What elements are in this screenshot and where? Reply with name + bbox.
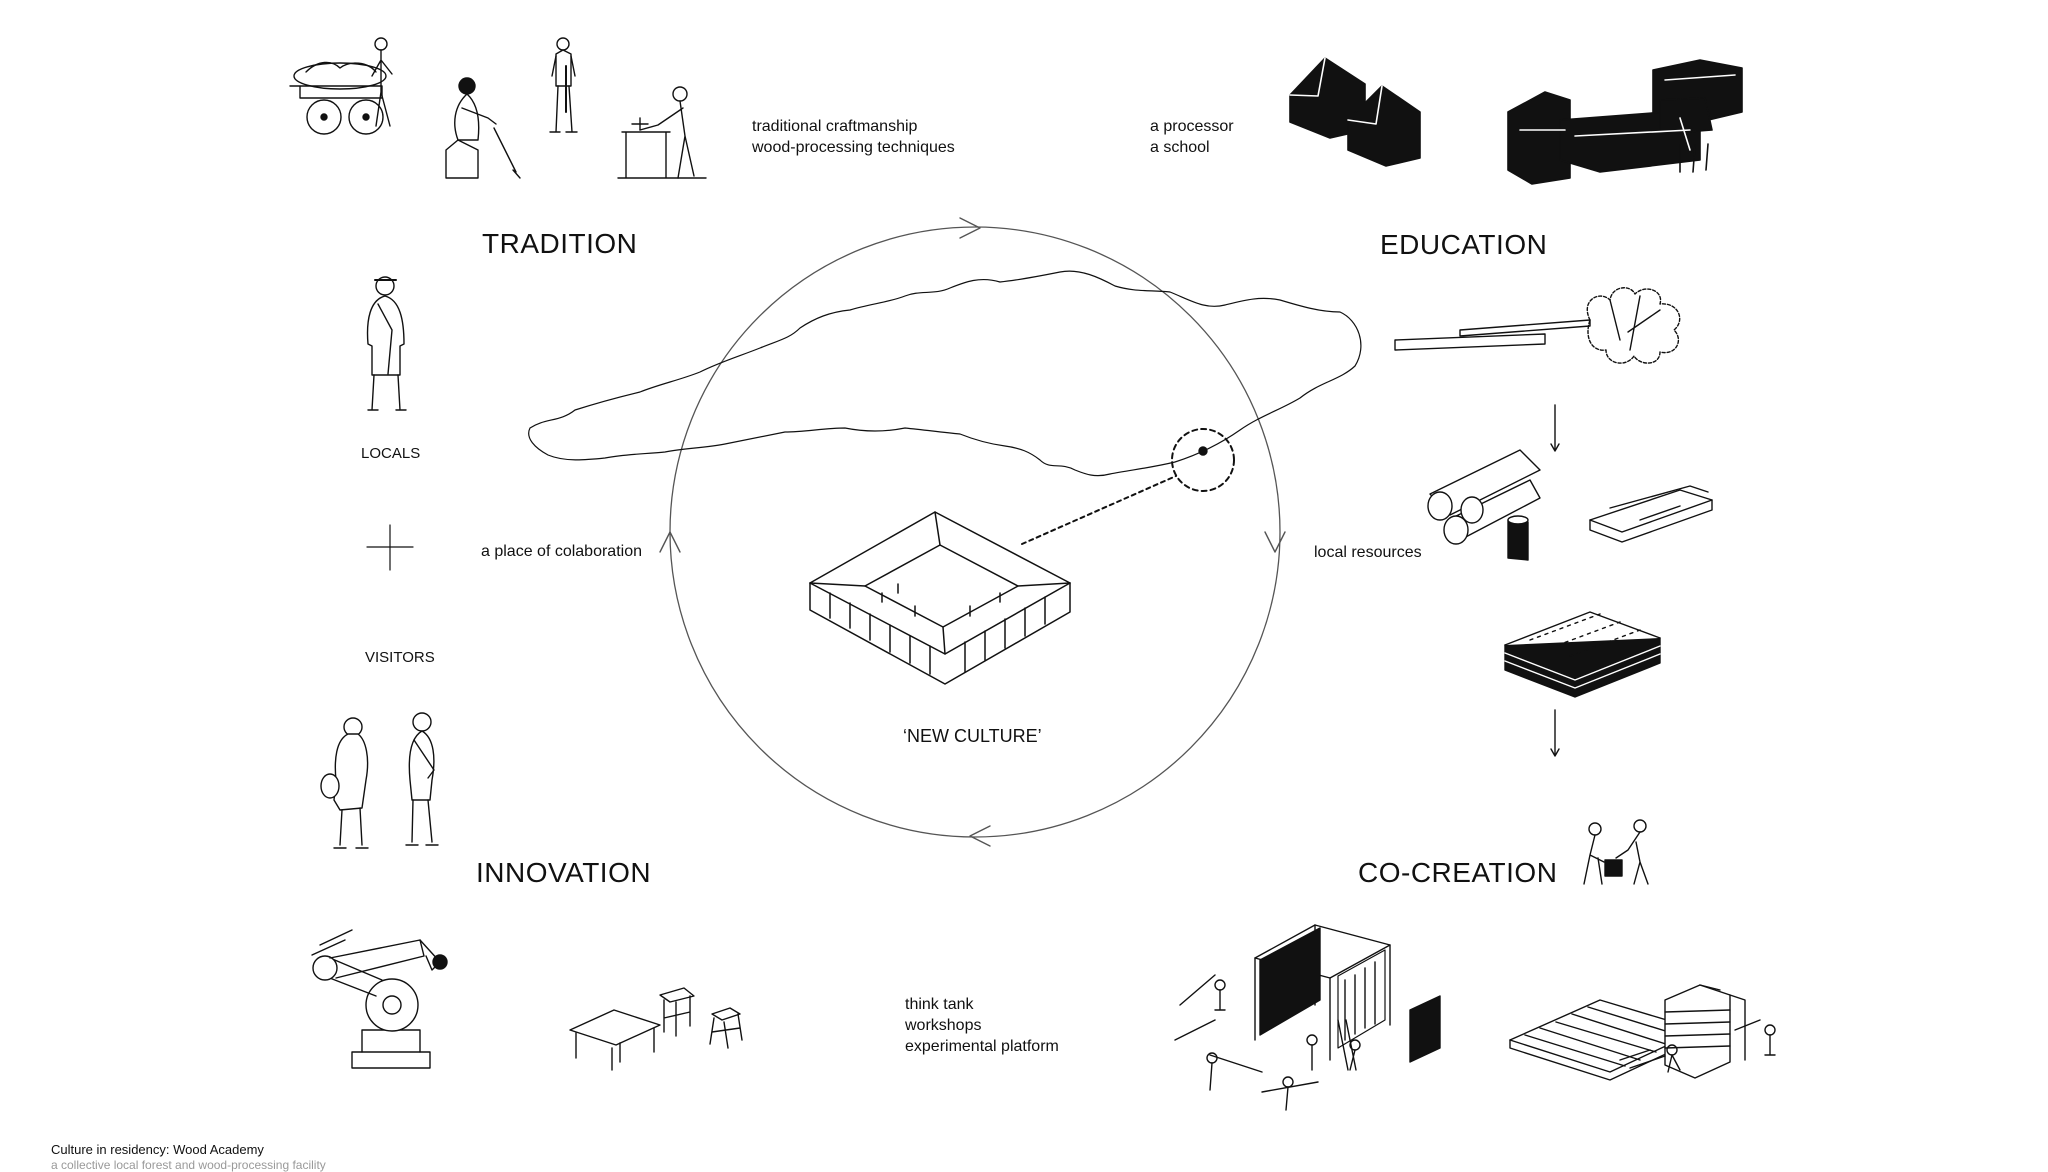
arrow-bottom	[969, 825, 991, 847]
collaboration-note: a place of colaboration	[481, 543, 642, 560]
carpenter-bench-icon	[617, 86, 707, 179]
tradition-note: traditional craftmanship wood-processing…	[752, 116, 955, 158]
education-note: a processor a school	[1150, 116, 1234, 158]
tradition-note-line: wood-processing techniques	[752, 139, 955, 156]
cycle-arrows	[659, 217, 1286, 847]
education-heading: EDUCATION	[1380, 229, 1548, 260]
houses-icon	[1289, 57, 1421, 167]
visitors-icon	[320, 712, 439, 849]
felled-tree-icon	[1394, 287, 1681, 364]
visitors-label: VISITORS	[365, 649, 435, 666]
location-dot	[1198, 446, 1208, 456]
craftsman-anvil-icon	[445, 77, 521, 179]
local-person-icon	[366, 276, 407, 411]
resources-note: local resources	[1314, 544, 1422, 561]
arrow-top	[959, 217, 981, 239]
workshop-buildings-icon	[1507, 59, 1743, 185]
logs-icon	[1427, 449, 1541, 561]
standing-worker-icon	[549, 37, 578, 133]
innovation-note-line: experimental platform	[905, 1038, 1059, 1055]
education-note-line: a school	[1150, 139, 1210, 156]
robot-arm-icon	[311, 929, 448, 1069]
innovation-note-line: think tank	[905, 996, 974, 1013]
caption-title: Culture in residency: Wood Academy	[51, 1142, 264, 1157]
tradition-heading: TRADITION	[482, 228, 638, 259]
vendor-cart-icon	[289, 37, 393, 135]
island-map-icon	[528, 270, 1362, 477]
location-marker-icon	[1171, 428, 1235, 492]
plus-symbol	[366, 524, 414, 571]
innovation-heading: INNOVATION	[476, 857, 652, 888]
pavilion-construction-icon	[1174, 924, 1441, 1111]
leader-line	[1021, 475, 1177, 545]
furniture-icon	[569, 987, 743, 1071]
timber-platform-icon	[1509, 984, 1776, 1081]
new-culture-label: ‘NEW CULTURE’	[903, 726, 1042, 746]
cocreation-heading: CO-CREATION	[1358, 857, 1558, 888]
workers-icon	[1583, 819, 1649, 885]
clt-stack-icon	[1504, 611, 1661, 698]
planks-icon	[1589, 485, 1713, 543]
locals-label: LOCALS	[361, 445, 421, 462]
innovation-note: think tank workshops experimental platfo…	[905, 994, 1059, 1057]
innovation-note-line: workshops	[905, 1017, 982, 1034]
education-note-line: a processor	[1150, 118, 1234, 135]
courtyard-building-icon	[809, 511, 1071, 685]
caption-subtitle: a collective local forest and wood-proce…	[51, 1158, 326, 1172]
tradition-note-line: traditional craftmanship	[752, 118, 918, 135]
arrow-right	[1264, 531, 1286, 553]
arrow-left	[659, 531, 681, 553]
